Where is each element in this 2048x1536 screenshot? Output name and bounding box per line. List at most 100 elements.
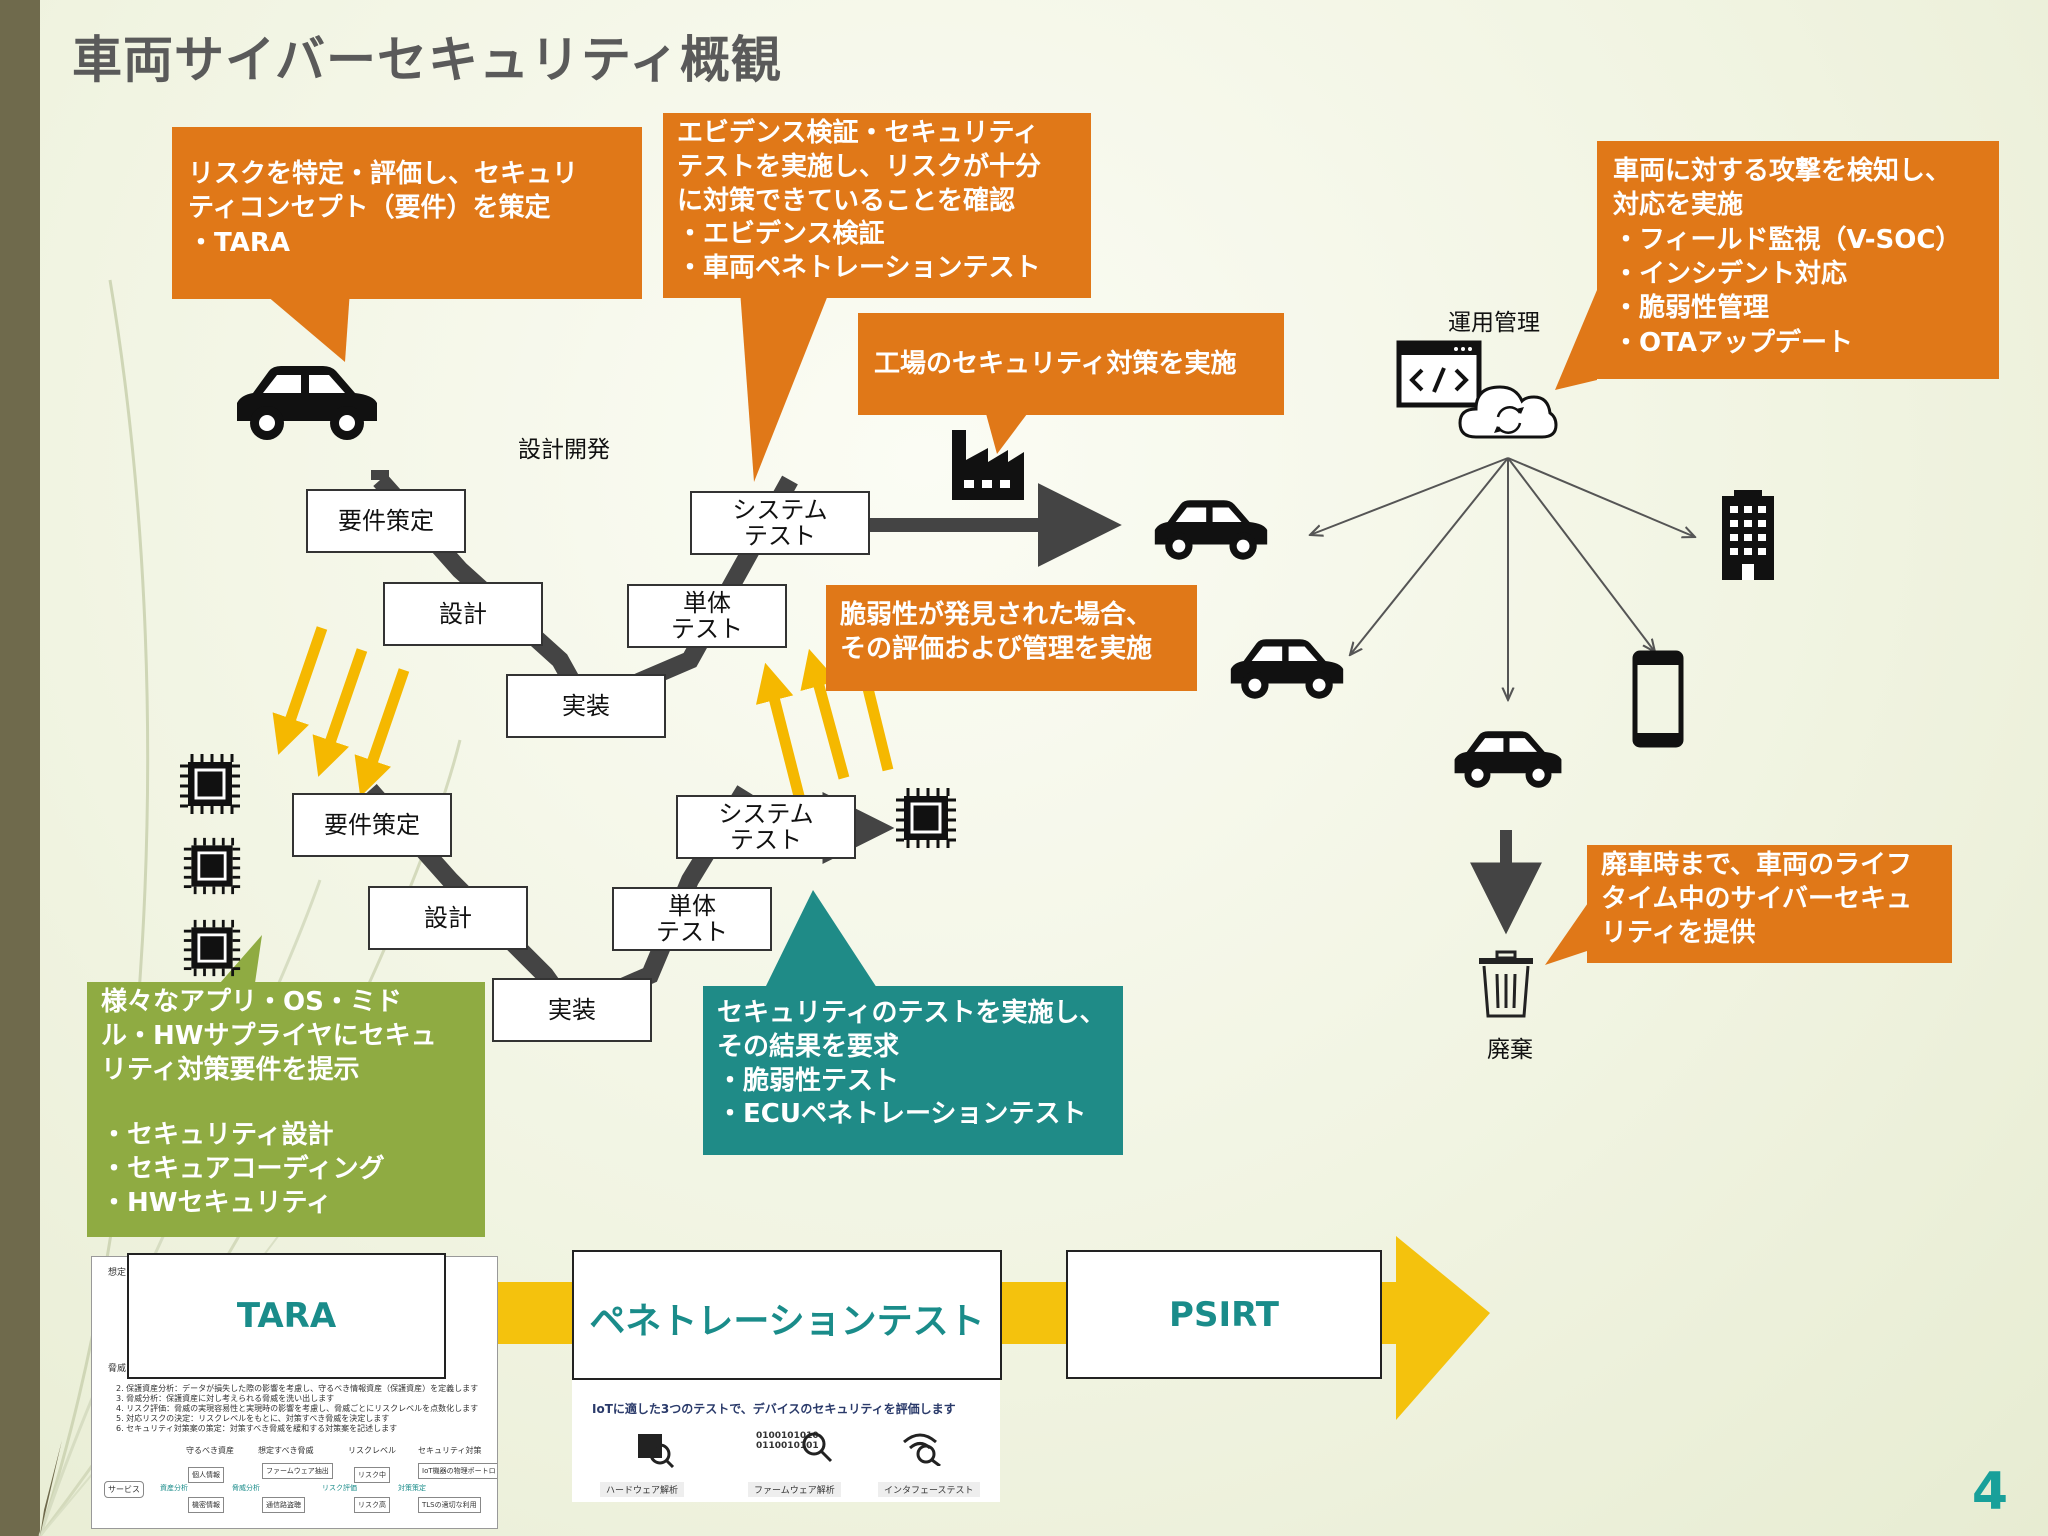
detect-callout-tail (1555, 290, 1597, 390)
evidence-callout-tail (740, 290, 830, 482)
tara-callout-line: ・TARA (188, 227, 290, 258)
v-lower-unit-test-line: 単体 (668, 891, 716, 920)
trash-icon (1479, 950, 1533, 1018)
doc-pen-item: ファームウェア解析 (748, 1482, 841, 1497)
doc-tara-col: リスクレベル (348, 1446, 396, 1455)
factory-callout-tail (985, 410, 1030, 454)
detect-callout-line: ・フィールド監視（V-SOC） (1613, 224, 1962, 255)
page-title: 車両サイバーセキュリティ概観 (72, 31, 782, 89)
cloud-sync-icon (1458, 385, 1558, 439)
tara-callout-line: リスクを特定・評価し、セキュリ (188, 159, 579, 189)
evidence-callout: エビデンス検証・セキュリティ テストを実施し、リスクが十分 に対策できていること… (663, 113, 1091, 298)
v-lower-unit-test: 単体テスト (612, 887, 772, 951)
detect-callout-line: 対応を実施 (1613, 190, 1744, 221)
sectest-callout-line: その結果を要求 (717, 1031, 900, 1062)
vuln-callout-line: 脆弱性が発見された場合、 (840, 600, 1153, 630)
doc-tara-step: 対策策定 (398, 1484, 426, 1492)
disposal-label: 廃棄 (1487, 1037, 1533, 1063)
code-window-icon (1396, 340, 1482, 408)
factory-icon (952, 430, 1024, 500)
doc-tara-col: セキュリティ対策 (418, 1446, 482, 1455)
operation-label: 運用管理 (1448, 310, 1540, 336)
factory-callout-text: 工場のセキュリティ対策を実施 (874, 348, 1237, 379)
doc-tara-cell: 通信路盗聴 (262, 1497, 305, 1513)
chip-icon (180, 754, 240, 814)
doc-pen-caption: IoTに適した3つのテストで、デバイスのセキュリティを評価します (592, 1402, 956, 1416)
v-upper-system-test-line: システム (732, 495, 828, 524)
evidence-callout-line: ・車両ペネトレーションテスト (677, 253, 1041, 284)
v-lower-requirements: 要件策定 (292, 793, 452, 857)
design-dev-label: 設計開発 (518, 437, 610, 463)
car-icon (1454, 731, 1562, 788)
page-number: 4 (1971, 1462, 2008, 1522)
flow-tara-box: TARA (127, 1253, 446, 1379)
detect-callout-line: ・インシデント対応 (1613, 258, 1848, 289)
chip-icon (183, 837, 241, 895)
pentest-document-thumbnail: IoTに適した3つのテストで、デバイスのセキュリティを評価します 0100101… (572, 1360, 1000, 1502)
v-upper-unit-test: 単体テスト (627, 584, 787, 648)
sectest-callout-tail (765, 890, 877, 988)
v-upper-requirements: 要件策定 (306, 489, 466, 553)
car-icon (237, 366, 377, 440)
detect-callout-line: ・脆弱性管理 (1613, 293, 1770, 324)
doc-pen-item: ハードウェア解析 (600, 1482, 685, 1497)
factory-callout: 工場のセキュリティ対策を実施 (858, 313, 1284, 415)
doc-tara-col: 想定すべき脅威 (258, 1446, 314, 1455)
lifetime-callout-line: リティを提供 (1601, 917, 1756, 948)
v-lower-system-test-line: システム (718, 799, 814, 828)
evidence-callout-line: ・エビデンス検証 (677, 219, 885, 250)
vuln-callout-line: その評価および管理を実施 (840, 634, 1153, 665)
doc-tara-step: リスク評価 (322, 1484, 357, 1492)
doc-tara-step: 脅威分析 (232, 1484, 260, 1492)
v-lower-unit-test-line: テスト (656, 918, 728, 946)
tara-callout: リスクを特定・評価し、セキュリ ティコンセプト（要件）を策定 ・TARA (172, 127, 642, 299)
supplier-callout-line (101, 1087, 485, 1119)
supplier-callout-tail (220, 935, 262, 983)
supplier-callout-line: 様々なアプリ・OS・ミド (101, 987, 402, 1017)
doc-tara-line: 5. 対応リスクの決定：リスクレベルをもとに、対策すべき脅威を決定します (116, 1414, 390, 1423)
detect-callout-line: ・OTAアップデート (1613, 327, 1853, 358)
supplier-callout-line: ・セキュアコーディング (101, 1154, 385, 1185)
chip-icon (896, 788, 956, 848)
lifetime-callout-line: 廃車時まで、車両のライフ (1601, 850, 1912, 880)
doc-tara-col: 守るべき資産 (186, 1446, 234, 1455)
doc-tara-cell: リスク中 (354, 1467, 390, 1483)
doc-tara-heading: 想定 (108, 1268, 127, 1278)
left-accent-bar (0, 0, 40, 1536)
flow-psirt-box: PSIRT (1066, 1250, 1382, 1379)
smartphone-icon (1632, 650, 1684, 748)
lifetime-callout-line: タイム中のサイバーセキュ (1601, 883, 1912, 914)
lifetime-callout-tail (1545, 900, 1590, 965)
doc-tara-line: 6. セキュリティ対策案の策定：対策すべき脅威を緩和する対策案を記述します (116, 1424, 398, 1433)
doc-tara-cell: 個人情報 (188, 1467, 224, 1483)
doc-tara-service: サービス (104, 1481, 144, 1498)
hardware-analysis-icon (638, 1434, 675, 1468)
car-icon (1154, 500, 1268, 560)
lifetime-callout: 廃車時まで、車両のライフ タイム中のサイバーセキュ リティを提供 (1587, 845, 1952, 963)
doc-tara-line: 2. 保護資産分析：データが損失した際の影響を考慮し、守るべき情報資産（保護資産… (116, 1384, 479, 1393)
v-lower-implementation: 実装 (492, 978, 652, 1042)
doc-tara-cell: リスク高 (354, 1497, 390, 1513)
v-upper-unit-test-line: 単体 (683, 588, 731, 617)
doc-tara-cell: 機密情報 (188, 1497, 224, 1513)
sectest-callout-line: ・脆弱性テスト (717, 1065, 900, 1096)
supplier-callout-line: リティ対策要件を提示 (101, 1054, 360, 1085)
v-upper-design: 設計 (383, 582, 543, 646)
chip-icon (183, 919, 241, 977)
sectest-callout: セキュリティのテストを実施し、 その結果を要求 ・脆弱性テスト ・ECUペネトレ… (703, 986, 1123, 1155)
flow-pentest-box: ペネトレーションテスト (572, 1250, 1002, 1380)
sectest-callout-line: セキュリティのテストを実施し、 (717, 998, 1106, 1028)
evidence-callout-line: エビデンス検証・セキュリティ (677, 118, 1039, 148)
v-lower-system-test-line: テスト (730, 826, 802, 854)
supplier-callout: 様々なアプリ・OS・ミド ル・HWサプライヤにセキュ リティ対策要件を提示 ・セ… (87, 982, 485, 1237)
supplier-callout-line: ・HWセキュリティ (101, 1187, 332, 1218)
v-lower-design: 設計 (368, 886, 528, 950)
car-icon (1230, 639, 1344, 699)
evidence-callout-line: に対策できていることを確認 (677, 185, 1016, 216)
evidence-callout-line: テストを実施し、リスクが十分 (677, 151, 1042, 182)
doc-pen-binary: 0100101010 0110010101 (756, 1431, 819, 1451)
magnifier-icon (802, 1432, 833, 1463)
doc-pen-item: インタフェーステスト (878, 1482, 980, 1497)
doc-tara-line: 4. リスク評価：脅威の実現容易性と実現時の影響を考慮し、脅威ごとにリスクレベル… (116, 1404, 479, 1413)
v-upper-unit-test-line: テスト (671, 615, 743, 643)
